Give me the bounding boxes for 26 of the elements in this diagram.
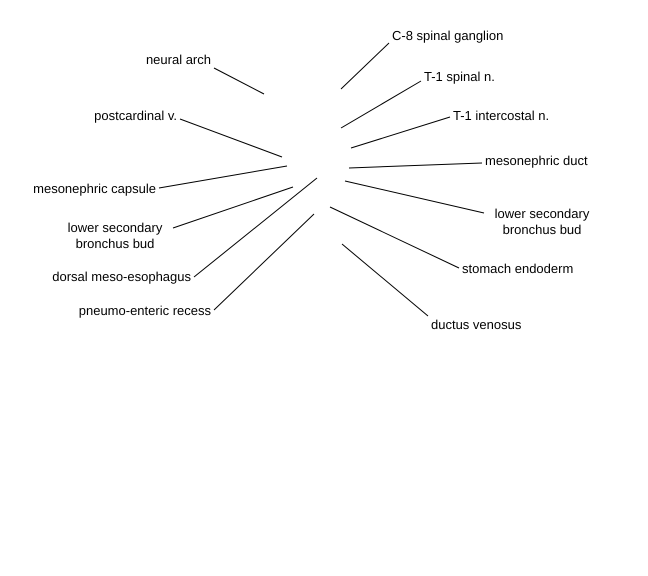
- label-text: stomach endoderm: [462, 261, 574, 277]
- leader-line: [330, 206, 460, 268]
- leader-line: [340, 42, 390, 90]
- leader-line: [194, 178, 318, 278]
- leader-line: [350, 116, 450, 148]
- leader-line: [158, 166, 288, 188]
- leader-line: [348, 162, 482, 168]
- label-text: neural arch: [146, 52, 211, 68]
- label-text: lower secondary bronchus bud: [487, 206, 597, 238]
- label-text: ductus venosus: [431, 317, 522, 333]
- label-text: C-8 spinal ganglion: [392, 28, 504, 44]
- leader-line: [180, 118, 282, 158]
- label-text: dorsal meso-esophagus: [52, 269, 191, 285]
- leader-line: [214, 214, 314, 310]
- label-text: mesonephric duct: [485, 153, 588, 169]
- leader-line: [342, 244, 428, 316]
- leader-line: [344, 180, 484, 214]
- leader-line: [214, 68, 264, 94]
- label-text: lower secondary bronchus bud: [60, 220, 170, 252]
- label-text: pneumo-enteric recess: [78, 303, 211, 319]
- label-text: T-1 intercostal n.: [453, 108, 550, 124]
- leader-line: [340, 80, 422, 128]
- label-text: postcardinal v.: [94, 108, 177, 124]
- label-text: T-1 spinal n.: [424, 69, 495, 85]
- label-text: mesonephric capsule: [33, 181, 156, 197]
- leader-line: [172, 186, 294, 228]
